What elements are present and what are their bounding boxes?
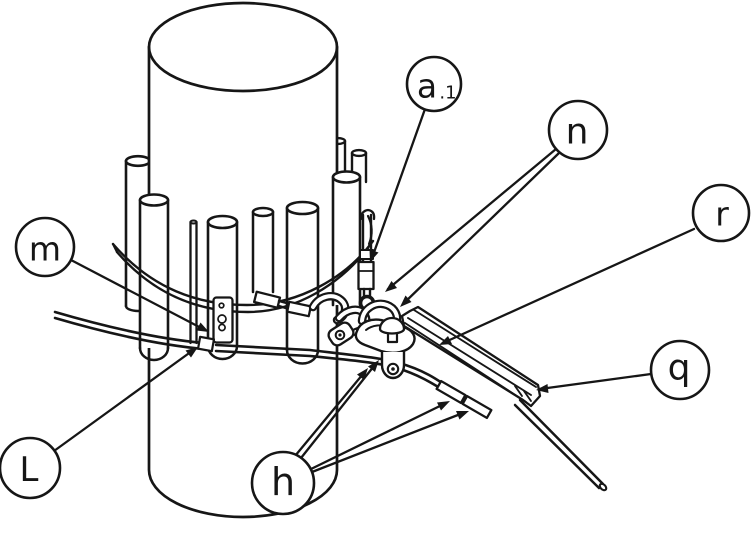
swage-fitting <box>357 260 375 291</box>
arrowhead <box>368 360 379 372</box>
label-h: h <box>250 450 316 516</box>
arrowhead <box>385 281 397 292</box>
leader-h <box>309 402 446 471</box>
protective-rail <box>400 305 542 408</box>
label-q: q <box>649 339 711 401</box>
arrowhead <box>185 347 198 358</box>
leader-n <box>386 147 558 291</box>
label-m-text: m <box>29 230 61 269</box>
suspension-clamp <box>354 299 416 354</box>
dead-end-sleeves <box>252 290 312 318</box>
plate-bolt <box>217 314 227 324</box>
label-m: m <box>14 216 76 278</box>
pole-cylinder <box>147 1 339 519</box>
dome-nut <box>378 316 406 335</box>
leader-h <box>299 364 376 460</box>
cable-clamp-sleeve <box>435 379 467 405</box>
conductor-cable <box>53 310 453 395</box>
arrowhead <box>196 322 209 332</box>
cross-rod <box>251 206 275 294</box>
leader-r <box>441 227 696 345</box>
cross-rod <box>285 200 320 365</box>
label-r-text: r <box>715 195 729 234</box>
leader-q <box>538 372 653 391</box>
cable-tip <box>598 482 608 492</box>
leader-h <box>293 372 365 458</box>
cable-sleeve <box>252 290 282 309</box>
cable-sleeve <box>286 300 312 318</box>
label-q-text: q <box>668 348 691 389</box>
leader-n <box>401 151 561 306</box>
leader-lines <box>52 107 696 474</box>
label-h-text: h <box>271 460 295 504</box>
label-L-text: L <box>20 450 39 490</box>
arrowhead <box>439 336 452 345</box>
drop-link <box>357 208 376 299</box>
arrowhead <box>369 249 379 262</box>
band-clamp-plate <box>212 296 234 344</box>
leader-m <box>69 258 207 332</box>
label-n-text: n <box>566 112 589 153</box>
label-a1-text: a <box>417 67 437 106</box>
label-callouts: a .1 n r m q L h <box>0 55 751 516</box>
arrowhead <box>400 295 412 307</box>
cross-rod <box>331 170 362 307</box>
arrowhead <box>357 368 368 380</box>
arrowhead <box>456 411 469 420</box>
label-a1: a .1 <box>405 55 463 113</box>
label-L: L <box>0 436 62 500</box>
cable-clamp-sleeve <box>461 394 493 420</box>
cable-end <box>513 398 608 492</box>
leader-a1 <box>370 107 427 260</box>
clamp-keeper-bolt <box>380 350 406 380</box>
leader-L <box>52 349 194 453</box>
label-n: n <box>547 99 609 161</box>
label-r: r <box>691 183 751 243</box>
arrowhead <box>536 384 549 393</box>
cable-fitting <box>196 335 216 353</box>
plate-bolt <box>218 323 226 332</box>
leader-h <box>310 411 465 474</box>
label-a1-subtext: .1 <box>439 83 456 104</box>
mounting-band <box>111 239 375 314</box>
plate-hole <box>218 302 225 309</box>
arrowhead <box>437 401 450 411</box>
rail-cable-sleeves <box>435 379 493 420</box>
